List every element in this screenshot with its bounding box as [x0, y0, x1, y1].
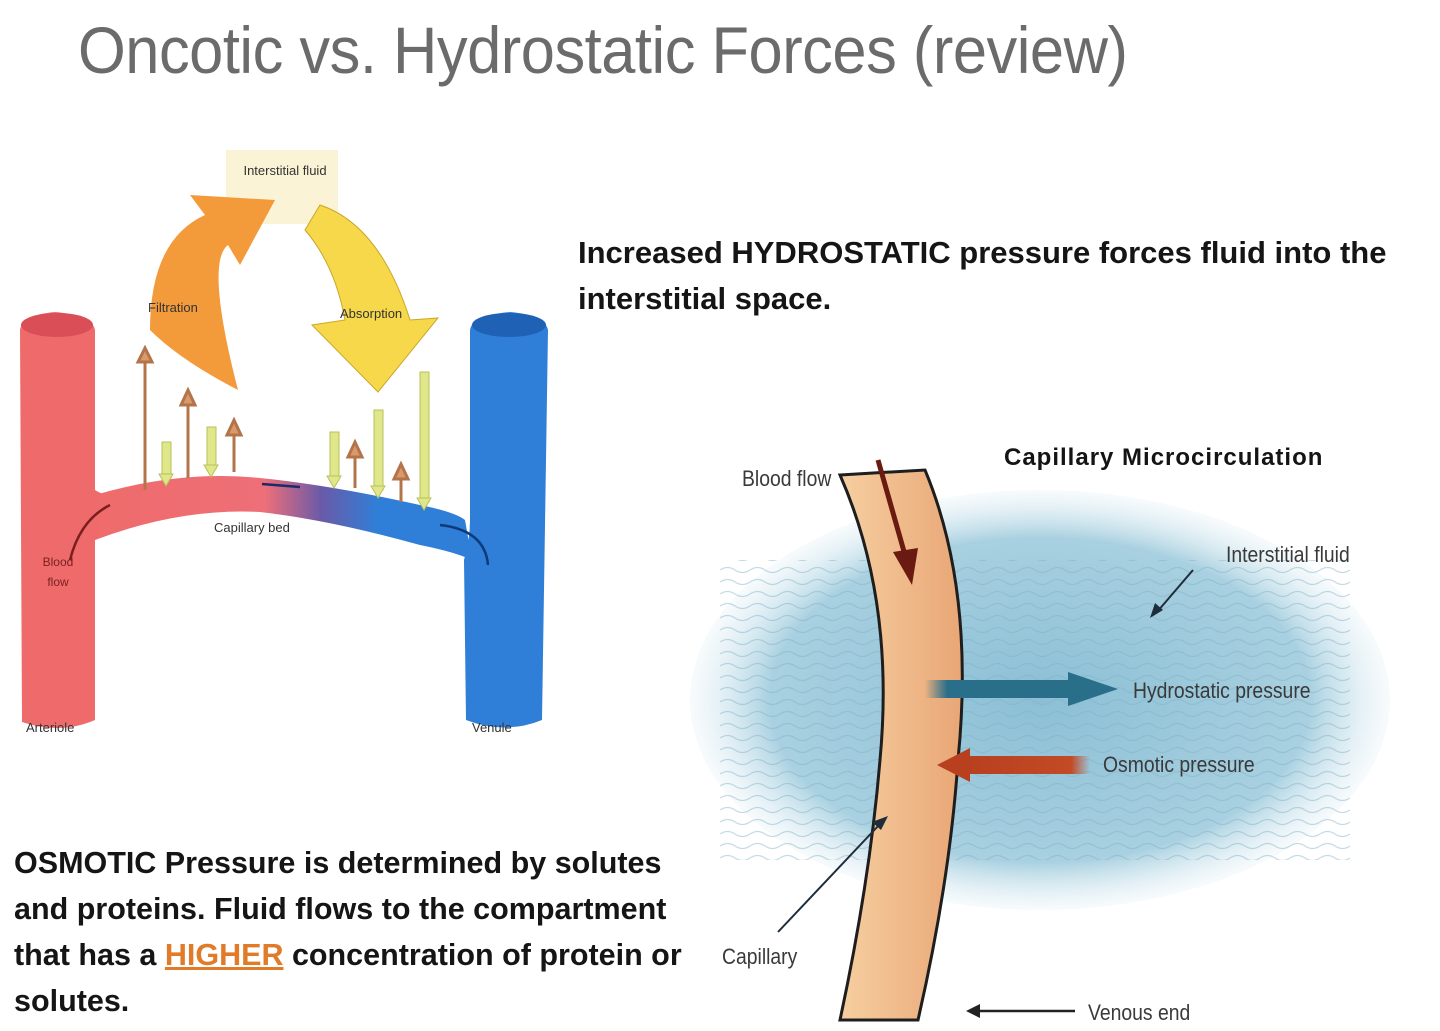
venule-label: Venule: [472, 720, 512, 735]
arteriole-label: Arteriole: [26, 720, 75, 735]
venous-end-label: Venous end: [1088, 1000, 1191, 1025]
osmotic-note-text-1: OSMOTIC Pressure is determined by solute…: [14, 846, 667, 972]
capillary-bed-label: Capillary bed: [214, 520, 290, 535]
filtration-label: Filtration: [148, 300, 198, 315]
osmotic-pressure-label: Osmotic pressure: [1103, 752, 1255, 777]
capillary-label: Capillary: [722, 944, 798, 969]
blood-flow-label-left: Blood flow: [42, 555, 74, 589]
interstitial-fluid-label: Interstitial fluid: [1226, 542, 1350, 567]
interstitial-fluid-box-label: Interstitial fluid: [243, 163, 327, 178]
hydrostatic-pressure-label: Hydrostatic pressure: [1133, 678, 1311, 703]
osmotic-note-text-2: concentration of protein or solutes.: [14, 938, 682, 1018]
slide-title: Oncotic vs. Hydrostatic Forces (review): [78, 13, 1128, 87]
blood-flow-label-right: Blood flow: [742, 466, 832, 491]
higher-highlight: HIGHER: [164, 938, 284, 972]
capillary-microcirculation-title: Capillary Microcirculation: [1004, 444, 1324, 471]
osmotic-note: OSMOTIC Pressure is determined by solute…: [14, 840, 704, 1024]
absorption-label: Absorption: [340, 306, 403, 321]
hydrostatic-note: Increased HYDROSTATIC pressure forces fl…: [578, 235, 1387, 316]
